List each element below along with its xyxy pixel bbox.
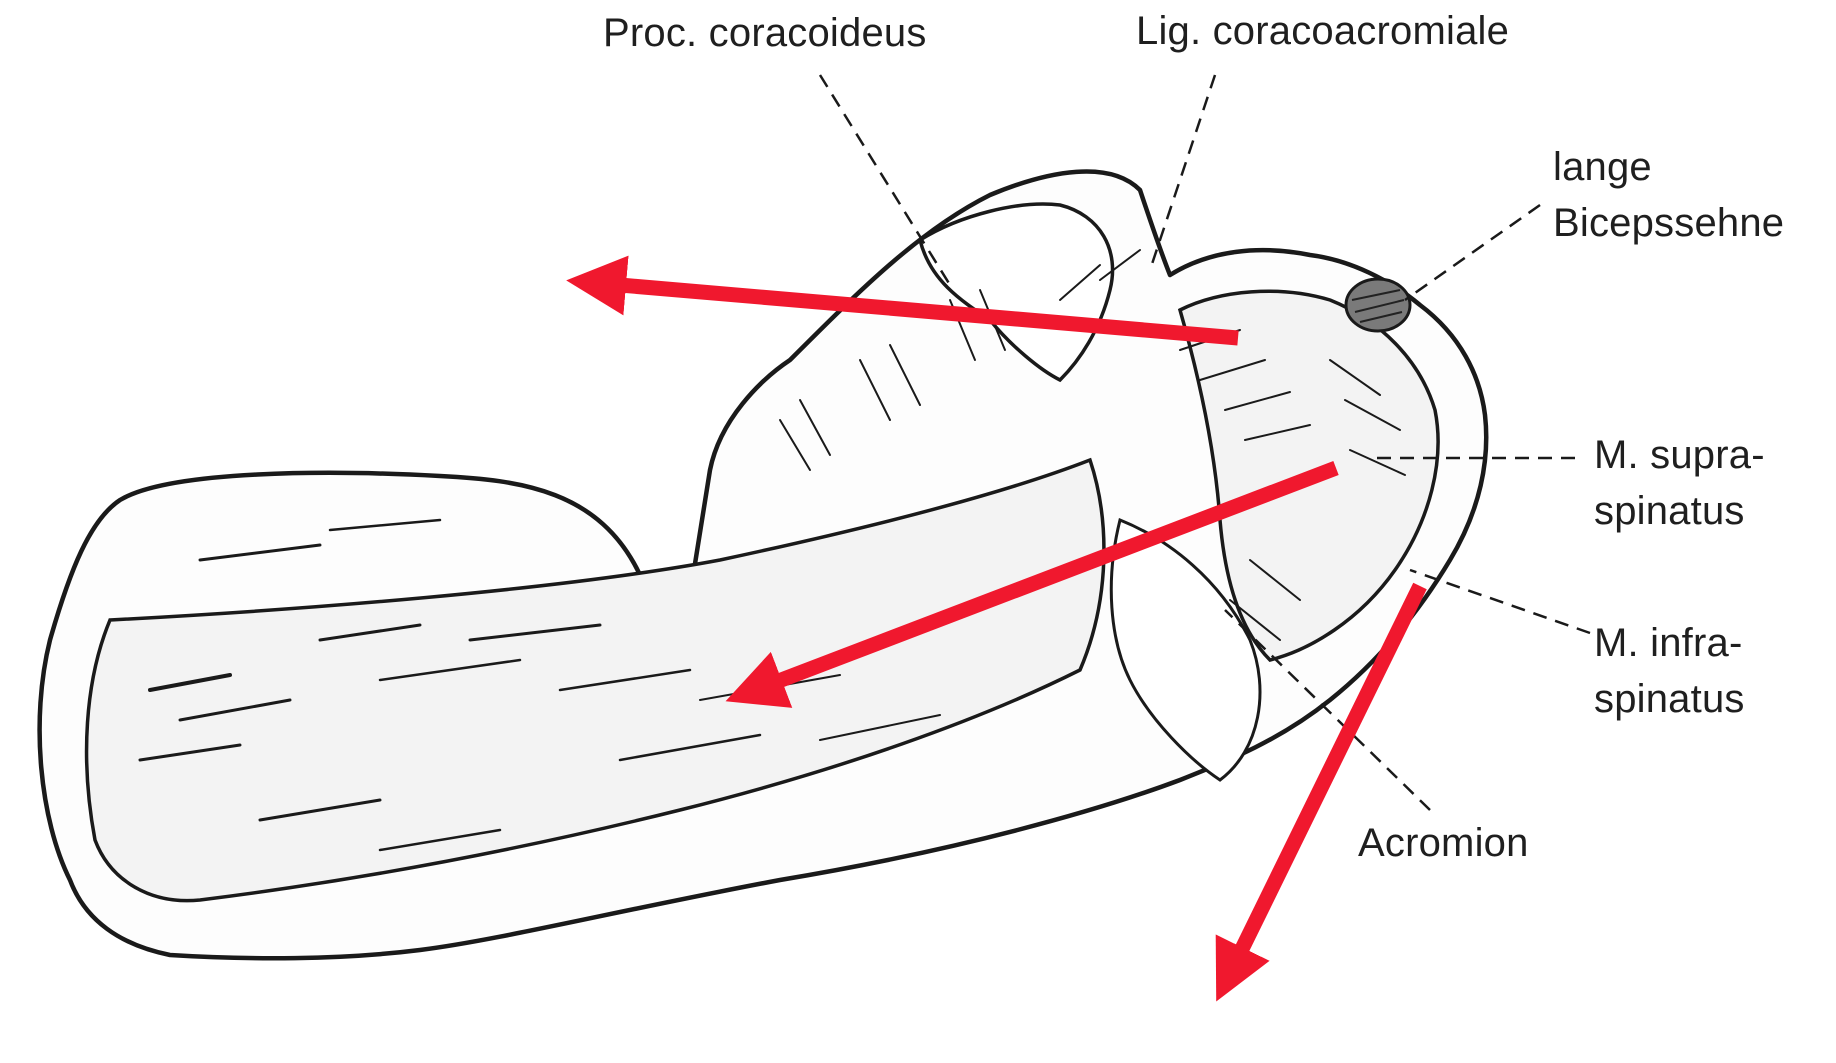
scapula-outline <box>40 171 1487 958</box>
leader-lig-coracoacromiale <box>1150 75 1215 270</box>
label-bicepssehne: Bicepssehne <box>1553 196 1784 250</box>
label-proc-coracoideus: Proc. coracoideus <box>603 6 927 60</box>
label-lig-coracoacromiale: Lig. coracoacromiale <box>1136 4 1509 58</box>
label-lange: lange <box>1553 140 1652 194</box>
label-supra-spinatus: spinatus <box>1594 484 1745 538</box>
label-m-infra: M. infra- <box>1594 616 1742 670</box>
leader-proc-coracoideus <box>820 75 950 285</box>
leader-infraspinatus <box>1410 570 1590 633</box>
label-m-supra: M. supra- <box>1594 428 1765 482</box>
leader-bicepssehne <box>1405 205 1540 300</box>
label-infra-spinatus: spinatus <box>1594 672 1745 726</box>
label-acromion: Acromion <box>1358 816 1529 870</box>
